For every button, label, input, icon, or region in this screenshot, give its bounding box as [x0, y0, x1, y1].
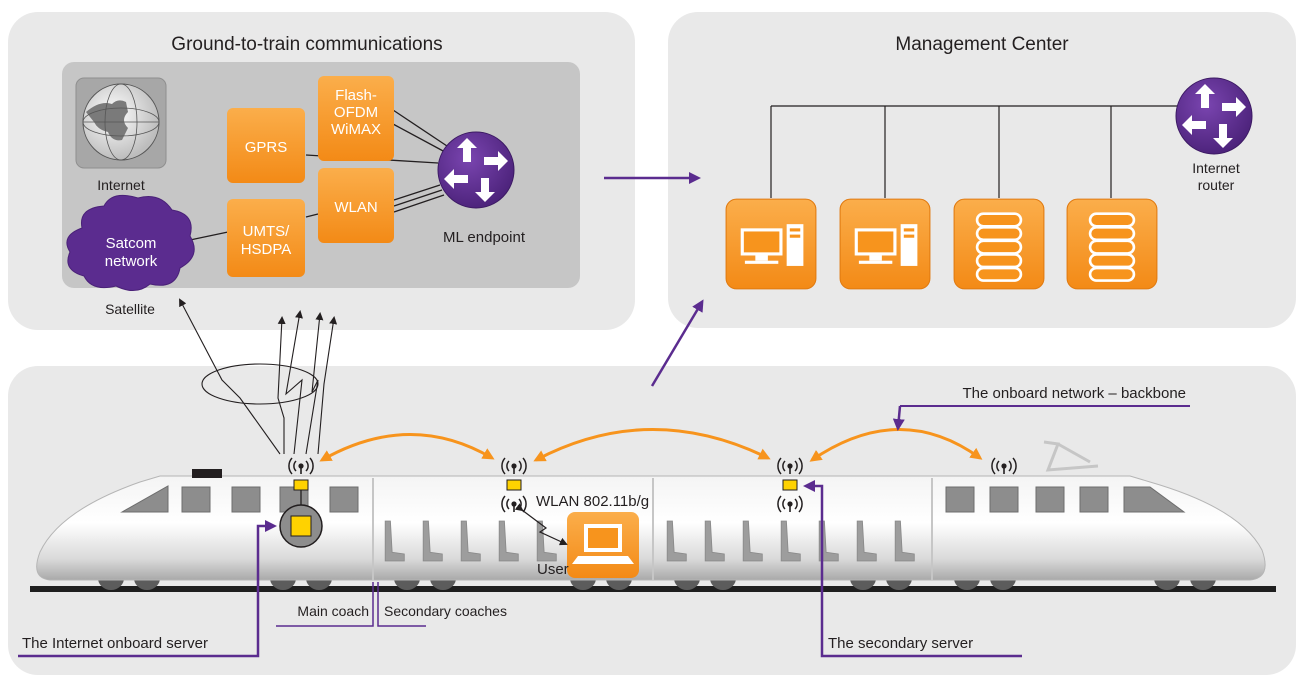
ml-endpoint-router-icon	[437, 131, 515, 209]
umts-label-1: UMTS/	[243, 223, 290, 240]
windows	[120, 485, 1186, 513]
user-label: User	[537, 561, 569, 578]
flash-ofdm-box	[318, 76, 394, 161]
router-label-1: Internet	[1192, 160, 1240, 176]
management-bus	[770, 105, 1180, 198]
flash-label-1: Flash-	[335, 87, 377, 104]
backbone-pointer	[892, 405, 905, 431]
radio-links	[179, 298, 338, 455]
access-point	[782, 479, 798, 491]
server-icon	[952, 197, 1046, 291]
workstation-icon	[839, 198, 931, 290]
flash-label-3: WiMAX	[331, 121, 381, 138]
coach-separators	[372, 478, 933, 580]
ground-title: Ground-to-train communications	[171, 34, 442, 55]
ml-endpoint-label: ML endpoint	[443, 229, 526, 246]
internet-onboard-server-icon	[279, 504, 323, 548]
router-icon	[1175, 77, 1253, 155]
rail-track	[30, 586, 1276, 592]
gprs-label: GPRS	[245, 139, 288, 156]
server-icon	[1065, 197, 1159, 291]
internet-onboard-server-label: The Internet onboard server	[22, 635, 208, 652]
secondary-server-label: The secondary server	[828, 635, 973, 652]
satcom-cloud	[66, 194, 195, 291]
umts-label-2: HSDPA	[241, 241, 292, 258]
internet-globe-icon	[75, 77, 167, 169]
laptop-icon	[567, 512, 639, 578]
train-to-management-arrow	[650, 299, 704, 387]
coach-brackets	[276, 582, 426, 627]
backbone-label: The onboard network – backbone	[963, 385, 1186, 402]
pantograph	[1043, 440, 1099, 472]
train-roof-box	[192, 469, 222, 478]
workstation-icon	[725, 198, 817, 290]
management-title: Management Center	[895, 34, 1069, 55]
internet-label: Internet	[97, 177, 145, 193]
satcom-label-1: Satcom	[106, 235, 157, 252]
secondary-coaches-label: Secondary coaches	[384, 603, 507, 619]
internet-server-pointer	[18, 520, 277, 658]
wlan-standard-label: WLAN 802.11b/g	[536, 493, 649, 510]
access-point	[293, 479, 309, 491]
main-coach-label: Main coach	[297, 603, 369, 619]
wlan-box	[318, 168, 394, 243]
gprs-box	[227, 108, 305, 183]
access-point	[506, 479, 522, 491]
flash-label-2: OFDM	[334, 104, 378, 121]
satcom-label-2: network	[105, 253, 158, 270]
umts-box	[227, 199, 305, 277]
wlan-link	[514, 503, 568, 546]
router-label-2: router	[1198, 177, 1235, 193]
wlan-label: WLAN	[334, 199, 377, 216]
satellite-label: Satellite	[105, 301, 155, 317]
secondary-server-pointer	[803, 480, 1022, 658]
